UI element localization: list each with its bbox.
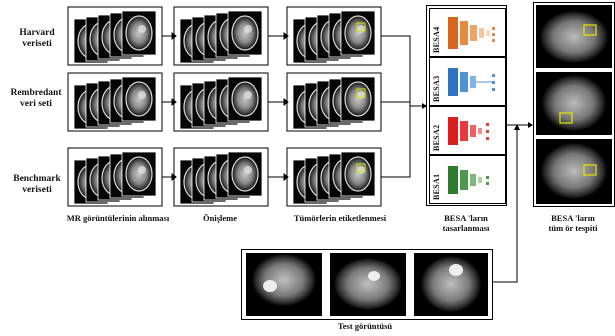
tumor-bbox xyxy=(559,112,573,124)
besa-model-3: BESA3 xyxy=(429,57,506,106)
besa2-architecture-icon xyxy=(448,117,489,145)
besa-model-4: BESA4 xyxy=(429,8,506,57)
test-image-caption: Test görüntüsü xyxy=(337,321,393,331)
step-caption-acquire: MR görüntülerinin alınması xyxy=(66,213,170,223)
besa-model-name: BESA2 xyxy=(432,124,441,151)
mri-stack xyxy=(180,152,262,204)
step-caption-preprocess: Önişleme xyxy=(203,213,237,223)
dataset-label-rembredant: Rembredant veri seti xyxy=(10,88,62,109)
tumor-bbox xyxy=(583,164,597,176)
besa-models-panel: BESA4 BESA3 BESA2 BESA1 xyxy=(426,5,507,206)
besa-design-caption: BESA 'ların tasarlanması xyxy=(442,213,490,233)
mri-stack-labeled xyxy=(293,11,375,63)
test-images xyxy=(246,253,488,316)
dataset-label-benchmark: Benchmark veriseti xyxy=(13,174,61,195)
test-images-panel xyxy=(241,249,493,320)
dataset-label-harvard: Harvard veriseti xyxy=(19,28,55,49)
besa1-architecture-icon xyxy=(448,166,489,194)
besa3-architecture-icon xyxy=(448,68,495,96)
besa-model-name: BESA3 xyxy=(432,75,441,102)
mri-stack-labeled xyxy=(293,77,375,129)
besa-model-1: BESA1 xyxy=(429,155,506,204)
mri-stack xyxy=(74,11,156,63)
detection-caption: BESA 'ların tüm ör tespiti xyxy=(548,213,598,233)
mri-stack xyxy=(74,77,156,129)
tumor-detection-panel xyxy=(533,2,615,207)
tumor-bbox xyxy=(583,24,597,36)
mri-stack xyxy=(74,152,156,204)
detection-results-images xyxy=(536,5,612,204)
besa4-architecture-icon xyxy=(448,17,495,49)
mri-stack xyxy=(180,11,262,63)
mri-stack xyxy=(180,77,262,129)
besa-model-name: BESA1 xyxy=(432,173,441,200)
besa-model-name: BESA4 xyxy=(432,26,441,53)
besa-model-2: BESA2 xyxy=(429,106,506,155)
step-caption-label: Tümörlerin etiketlenmesi xyxy=(293,213,387,223)
mri-stack-labeled xyxy=(293,152,375,204)
